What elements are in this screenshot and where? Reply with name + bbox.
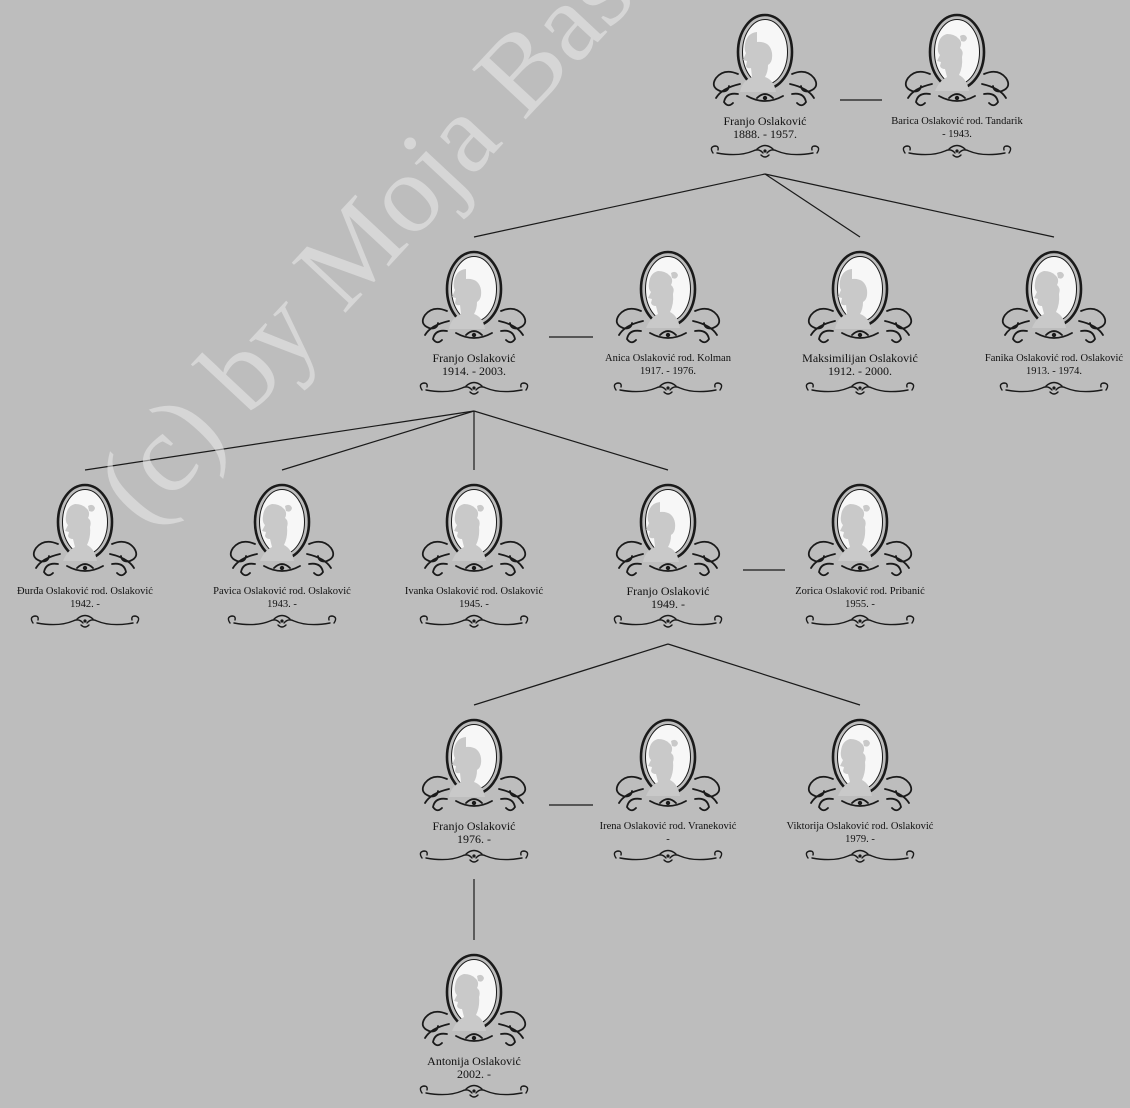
scroll-ornament-icon — [419, 614, 529, 628]
child-link-line — [764, 173, 861, 238]
child-link-line — [281, 410, 475, 471]
person-name: Fanika Oslaković rod. Oslaković — [984, 353, 1124, 364]
portrait-frame-icon — [421, 718, 527, 812]
person-dates: 1949. - — [651, 597, 685, 611]
portrait-frame-icon — [421, 953, 527, 1047]
scroll-ornament-icon — [419, 381, 529, 395]
child-link-line — [473, 410, 669, 471]
child-link-line — [473, 643, 669, 706]
portrait-frame-icon — [712, 13, 818, 107]
person-dates: 1917. - 1976. — [640, 366, 696, 377]
portrait-frame-icon — [615, 718, 721, 812]
portrait-frame-icon — [1001, 250, 1107, 344]
scroll-ornament-icon — [419, 1084, 529, 1098]
person-dates: 2002. - — [457, 1067, 491, 1081]
portrait-frame-icon — [229, 483, 335, 577]
person-name: Ivanka Oslaković rod. Oslaković — [404, 586, 544, 597]
scroll-ornament-icon — [30, 614, 140, 628]
child-link-line — [764, 173, 1055, 238]
person-dates: 1942. - — [70, 599, 100, 610]
person-dates: 1955. - — [845, 599, 875, 610]
portrait-frame-icon — [32, 483, 138, 577]
person-name: Maksimilijan Oslaković — [802, 351, 918, 365]
portrait-frame-icon — [615, 483, 721, 577]
person-card[interactable]: Anica Oslaković rod. Kolman 1917. - 1976. — [573, 245, 763, 405]
scroll-ornament-icon — [805, 849, 915, 863]
scroll-ornament-icon — [227, 614, 337, 628]
person-name: Pavica Oslaković rod. Oslaković — [213, 586, 351, 597]
person-name: Franjo Oslaković — [432, 351, 516, 365]
person-name: Antonija Oslaković — [427, 1054, 521, 1068]
scroll-ornament-icon — [419, 849, 529, 863]
portrait-frame-icon — [904, 13, 1010, 107]
child-link-line — [667, 643, 861, 706]
portrait-frame-icon — [807, 483, 913, 577]
scroll-ornament-icon — [805, 614, 915, 628]
person-dates: 1913. - 1974. — [1026, 366, 1082, 377]
scroll-ornament-icon — [710, 144, 820, 158]
person-card[interactable]: Viktorija Oslaković rod. Oslaković 1979. … — [765, 713, 955, 873]
person-dates: - — [666, 834, 670, 845]
scroll-ornament-icon — [902, 144, 1012, 158]
person-name: Zorica Oslaković rod. Pribanić — [795, 586, 925, 597]
person-card[interactable]: Zorica Oslaković rod. Pribanić 1955. - — [765, 478, 955, 638]
person-dates: 1914. - 2003. — [442, 364, 506, 378]
person-dates: 1943. - — [267, 599, 297, 610]
scroll-ornament-icon — [613, 381, 723, 395]
person-name: Franjo Oslaković — [432, 819, 516, 833]
person-name: Viktorija Oslaković rod. Oslaković — [786, 821, 934, 832]
portrait-frame-icon — [421, 483, 527, 577]
person-dates: 1912. - 2000. — [828, 364, 892, 378]
portrait-frame-icon — [807, 250, 913, 344]
person-dates: 1945. - — [459, 599, 489, 610]
person-dates: 1888. - 1957. — [733, 127, 797, 141]
person-card[interactable]: Ivanka Oslaković rod. Oslaković 1945. - — [379, 478, 569, 638]
portrait-frame-icon — [421, 250, 527, 344]
person-name: Irena Oslaković rod. Vraneković — [599, 821, 737, 832]
person-name: Barica Oslaković rod. Tandarik — [891, 116, 1023, 127]
person-card[interactable]: Barica Oslaković rod. Tandarik - 1943. — [862, 8, 1052, 168]
scroll-ornament-icon — [613, 614, 723, 628]
portrait-frame-icon — [807, 718, 913, 812]
person-dates: 1979. - — [845, 834, 875, 845]
person-dates: - 1943. — [942, 129, 972, 140]
child-link-line — [84, 410, 475, 471]
child-link-line — [473, 173, 766, 238]
person-card[interactable]: Đurđa Oslaković rod. Oslaković 1942. - — [0, 478, 180, 638]
person-name: Đurđa Oslaković rod. Oslaković — [17, 586, 153, 597]
person-card[interactable]: Pavica Oslaković rod. Oslaković 1943. - — [187, 478, 377, 638]
portrait-frame-icon — [615, 250, 721, 344]
person-card[interactable]: Fanika Oslaković rod. Oslaković 1913. - 1… — [959, 245, 1130, 405]
person-name: Franjo Oslaković — [723, 114, 807, 128]
scroll-ornament-icon — [999, 381, 1109, 395]
person-name: Anica Oslaković rod. Kolman — [605, 353, 731, 364]
scroll-ornament-icon — [805, 381, 915, 395]
scroll-ornament-icon — [613, 849, 723, 863]
person-card[interactable]: Irena Oslaković rod. Vraneković - — [573, 713, 763, 873]
person-name: Franjo Oslaković — [626, 584, 710, 598]
person-dates: 1976. - — [457, 832, 491, 846]
